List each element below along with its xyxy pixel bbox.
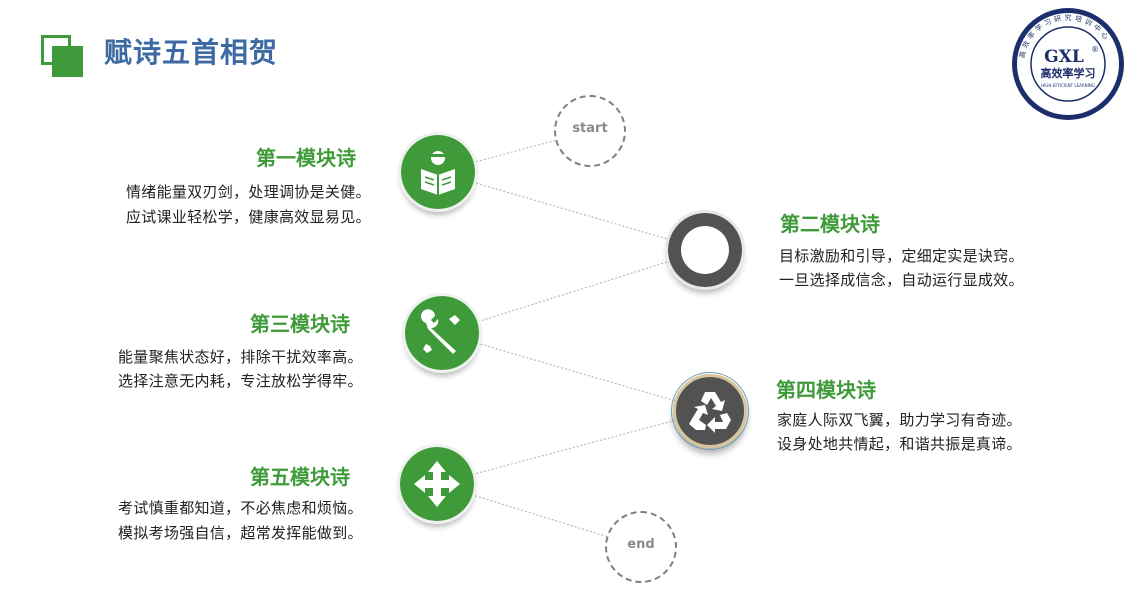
connector-4-5 xyxy=(436,410,711,485)
logo-subtitle: 高效率学习 xyxy=(1041,66,1096,80)
gxl-logo: 高效率学习研究培训中心 GXL ® 高效率学习 HIGH-EFFICIENT L… xyxy=(1012,8,1124,120)
connector-1-2 xyxy=(437,171,706,251)
module-3-line-1: 能量聚焦状态好，排除干扰效率高。 xyxy=(118,348,363,366)
connector-2-3 xyxy=(441,249,706,334)
module-1-line-1: 情绪能量双刃剑，处理调协是关健。 xyxy=(126,183,371,201)
recycle-icon xyxy=(689,392,731,433)
logo-brand: GXL xyxy=(1044,47,1084,67)
start-label: start xyxy=(572,121,608,136)
module-2-node xyxy=(665,210,745,290)
reading-person-icon xyxy=(421,151,455,195)
tools-icon xyxy=(421,309,460,354)
logo-registered: ® xyxy=(1091,45,1099,54)
logo-url: WWW.GXLXX.CN xyxy=(1047,105,1089,111)
page-title: 赋诗五首相贺 xyxy=(104,36,279,69)
module-2-line-1: 目标激励和引导，定细定实是诀窍。 xyxy=(779,247,1024,265)
connector-3-4 xyxy=(441,332,711,412)
module-4-title: 第四模块诗 xyxy=(776,378,876,402)
module-5-node xyxy=(397,444,477,524)
module-2-line-2: 一旦选择成信念，自动运行显成效。 xyxy=(779,271,1024,289)
module-2-title: 第二模块诗 xyxy=(780,212,880,236)
module-4-line-2: 设身处地共情起，和谐共振是真谛。 xyxy=(777,435,1022,453)
module-4-node xyxy=(671,372,749,450)
start-node: start xyxy=(554,95,626,167)
module-3-node xyxy=(402,293,482,373)
module-3-title: 第三模块诗 xyxy=(250,312,350,336)
module-5-line-2: 模拟考场强自信，超常发挥能做到。 xyxy=(118,524,363,542)
module-1-title: 第一模块诗 xyxy=(256,146,356,170)
logo-english: HIGH-EFFICIENT LEARNING xyxy=(1041,83,1095,88)
module-3-line-2: 选择注意无内耗，专注放松学得牢。 xyxy=(118,372,363,390)
title-square-icon xyxy=(41,35,83,77)
move-arrows-icon xyxy=(414,461,460,507)
end-node: end xyxy=(605,511,677,583)
module-1-line-2: 应试课业轻松学，健康高效显易见。 xyxy=(126,208,371,226)
ring-icon xyxy=(681,226,729,274)
module-4-line-1: 家庭人际双飞翼，助力学习有奇迹。 xyxy=(777,411,1022,429)
end-label: end xyxy=(627,537,655,552)
module-1-node xyxy=(398,132,478,212)
module-5-line-1: 考试慎重都知道，不必焦虑和烦恼。 xyxy=(118,499,363,517)
module-5-title: 第五模块诗 xyxy=(250,465,350,489)
